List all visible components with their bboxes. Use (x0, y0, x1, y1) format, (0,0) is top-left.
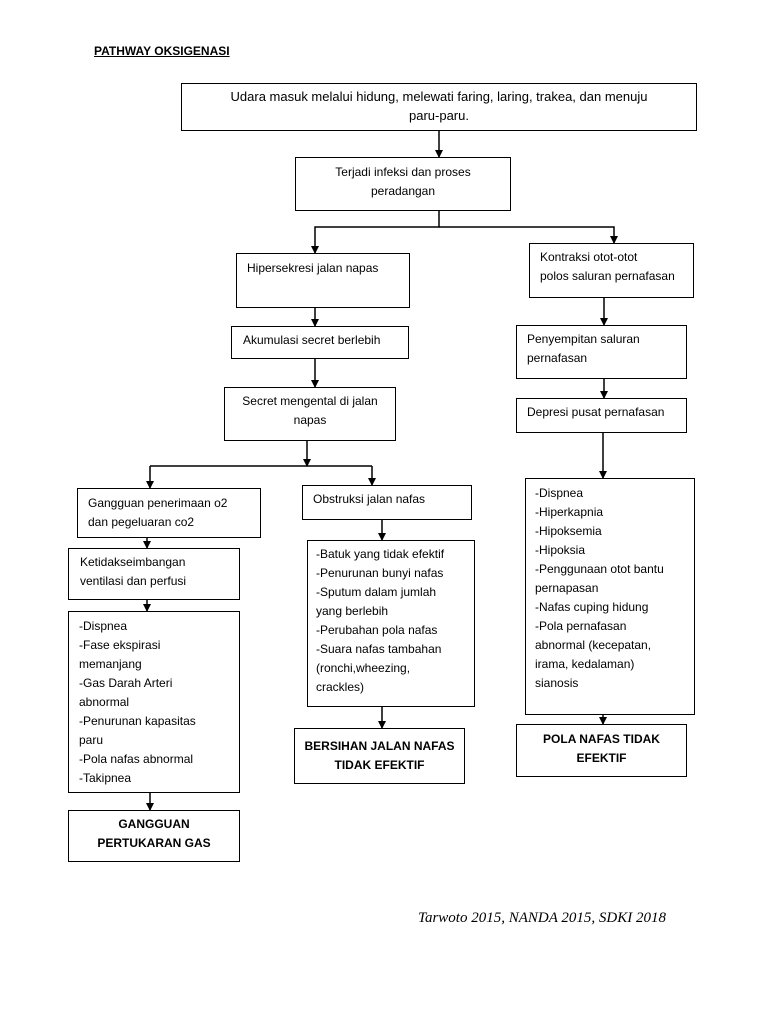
node-udara-line-1: Udara masuk melalui hidung, melewati far… (230, 89, 648, 104)
gejala-pola-line-7: -Nafas cuping hidung (535, 600, 649, 614)
gejala-gas-line-8: -Pola nafas abnormal (79, 752, 194, 766)
node-gangguan-penerimaan-line-1: Gangguan penerimaan o2 (88, 496, 228, 510)
node-obstruksi: Obstruksi jalan nafas (302, 485, 472, 520)
node-secret: Secret mengental di jalan napas (224, 387, 396, 441)
citation: Tarwoto 2015, NANDA 2015, SDKI 2018 (418, 910, 666, 926)
node-dx-pola-nafas: POLA NAFAS TIDAK EFEKTIF (516, 724, 687, 777)
gejala-gas-line-6: -Penurunan kapasitas (79, 714, 196, 728)
gejala-obstruksi-line-5: -Perubahan pola nafas (316, 623, 438, 637)
node-gejala-gas: -Dispnea -Fase ekspirasi memanjang -Gas … (68, 611, 240, 793)
node-dx-bersihan-jalan-nafas: BERSIHAN JALAN NAFAS TIDAK EFEKTIF (294, 728, 465, 784)
node-depresi-line-1: Depresi pusat pernafasan (527, 405, 665, 419)
gejala-pola-line-9: abnormal (kecepatan, (535, 638, 652, 652)
node-secret-line-1: Secret mengental di jalan (242, 394, 378, 408)
node-gejala-obstruksi: -Batuk yang tidak efektif -Penurunan bun… (307, 540, 475, 707)
gejala-pola-line-5: -Penggunaan otot bantu (535, 562, 664, 576)
node-ketidakseimbangan-line-1: Ketidakseimbangan (80, 555, 186, 569)
node-gejala-pola: -Dispnea -Hiperkapnia -Hipoksemia -Hipok… (525, 478, 695, 715)
node-kontraksi: Kontraksi otot-otot polos saluran pernaf… (529, 243, 694, 298)
node-dx-gangguan-pertukaran-gas: GANGGUAN PERTUKARAN GAS (68, 810, 240, 862)
dx-jalan-nafas-line-1: BERSIHAN JALAN NAFAS (304, 739, 455, 753)
gejala-gas-line-2: -Fase ekspirasi (79, 638, 161, 652)
node-depresi: Depresi pusat pernafasan (516, 398, 687, 433)
node-hipersekresi-line-1: Hipersekresi jalan napas (247, 261, 379, 275)
node-udara-line-2: paru-paru. (409, 108, 469, 123)
node-kontraksi-line-2: polos saluran pernafasan (540, 269, 675, 283)
gejala-pola-line-4: -Hipoksia (535, 543, 586, 557)
node-secret-line-2: napas (293, 413, 327, 427)
gejala-gas-line-4: -Gas Darah Arteri (79, 676, 173, 690)
dx-jalan-nafas-line-2: TIDAK EFEKTIF (334, 758, 425, 772)
diagram-title: PATHWAY OKSIGENASI (94, 44, 230, 58)
node-kontraksi-line-1: Kontraksi otot-otot (540, 250, 638, 264)
node-gangguan-penerimaan: Gangguan penerimaan o2 dan pegeluaran co… (77, 488, 261, 538)
gejala-gas-line-9: -Takipnea (79, 771, 132, 785)
gejala-obstruksi-line-1: -Batuk yang tidak efektif (316, 547, 445, 561)
gejala-pola-line-3: -Hipoksemia (535, 524, 602, 538)
gejala-obstruksi-line-8: crackles) (316, 680, 365, 694)
node-akumulasi-line-1: Akumulasi secret berlebih (243, 333, 381, 347)
node-ketidakseimbangan-line-2: ventilasi dan perfusi (80, 574, 187, 588)
gejala-gas-line-1: -Dispnea (79, 619, 128, 633)
gejala-gas-line-7: paru (79, 733, 104, 747)
node-ketidakseimbangan: Ketidakseimbangan ventilasi dan perfusi (68, 548, 240, 600)
gejala-pola-line-11: sianosis (535, 676, 579, 690)
node-obstruksi-line-1: Obstruksi jalan nafas (313, 492, 426, 506)
gejala-obstruksi-line-3: -Sputum dalam jumlah (316, 585, 437, 599)
gejala-obstruksi-line-6: -Suara nafas tambahan (316, 642, 442, 656)
gejala-obstruksi-line-4: yang berlebih (316, 604, 389, 618)
dx-gas-line-1: GANGGUAN (118, 817, 190, 831)
arrow-infeksi-to-kontraksi (439, 226, 618, 244)
node-infeksi: Terjadi infeksi dan proses peradangan (295, 157, 511, 211)
node-udara: Udara masuk melalui hidung, melewati far… (181, 83, 697, 131)
arrow-infeksi-to-hipersekresi (311, 211, 440, 254)
gejala-gas-line-5: abnormal (79, 695, 130, 709)
gejala-pola-line-8: -Pola pernafasan (535, 619, 627, 633)
dx-gas-line-2: PERTUKARAN GAS (97, 836, 211, 850)
node-penyempitan-line-2: pernafasan (527, 351, 588, 365)
node-infeksi-line-2: peradangan (370, 184, 436, 198)
node-penyempitan-line-1: Penyempitan saluran (527, 332, 640, 346)
gejala-gas-line-3: memanjang (79, 657, 142, 671)
gejala-pola-line-6: pernapasan (535, 581, 599, 595)
gejala-obstruksi-line-2: -Penurunan bunyi nafas (316, 566, 444, 580)
node-gangguan-penerimaan-line-2: dan pegeluaran co2 (88, 515, 195, 529)
gejala-obstruksi-line-7: (ronchi,wheezing, (316, 661, 411, 675)
node-akumulasi: Akumulasi secret berlebih (231, 326, 409, 359)
node-infeksi-line-1: Terjadi infeksi dan proses (335, 165, 471, 179)
node-hipersekresi: Hipersekresi jalan napas (236, 253, 410, 308)
gejala-pola-line-1: -Dispnea (535, 486, 584, 500)
node-penyempitan: Penyempitan saluran pernafasan (516, 325, 687, 379)
gejala-pola-line-2: -Hiperkapnia (535, 505, 604, 519)
dx-pola-nafas-line-2: EFEKTIF (576, 751, 627, 765)
dx-pola-nafas-line-1: POLA NAFAS TIDAK (543, 732, 660, 746)
gejala-pola-line-10: irama, kedalaman) (535, 657, 635, 671)
